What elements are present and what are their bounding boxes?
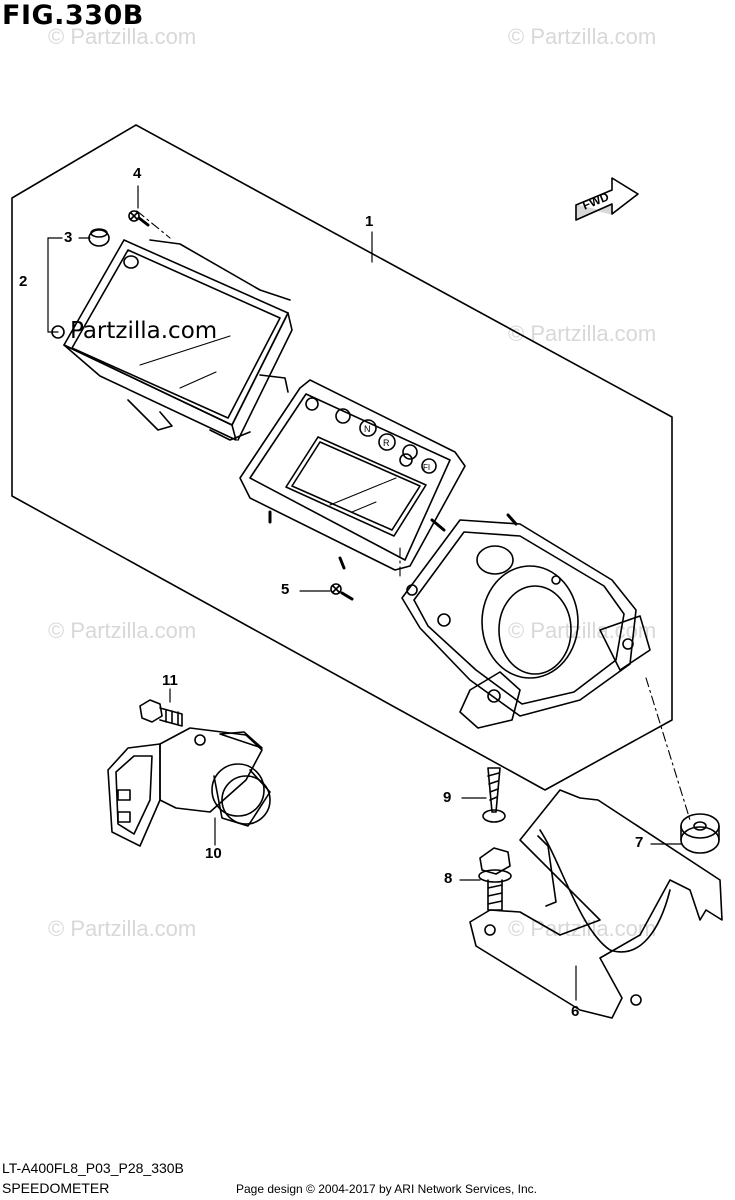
callout-5[interactable]: 5 xyxy=(281,581,290,598)
callout-9[interactable]: 9 xyxy=(443,789,452,806)
model-code: LT-A400FL8_P03_P28_330B xyxy=(2,1160,184,1176)
watermark: © Partzilla.com xyxy=(48,24,197,49)
lens-ring xyxy=(51,325,65,339)
watermark: © Partzilla.com xyxy=(508,618,657,643)
indicator-n: N xyxy=(364,424,371,434)
assembly-outline xyxy=(11,124,673,791)
screw-5 xyxy=(330,583,354,601)
callout-8[interactable]: 8 xyxy=(444,870,453,887)
indicator-fi: FI xyxy=(423,463,430,472)
bolt-8 xyxy=(478,847,512,911)
lower-housing xyxy=(401,513,651,729)
callout-10[interactable]: 10 xyxy=(205,845,222,862)
leader-lines xyxy=(47,185,683,1001)
indicator-r: R xyxy=(383,438,390,448)
callout-6[interactable]: 6 xyxy=(571,1003,580,1020)
callout-2[interactable]: 2 xyxy=(19,273,28,290)
screw-4 xyxy=(128,210,150,227)
bolt-11 xyxy=(139,699,183,727)
figure-title: FIG.330B xyxy=(2,0,144,31)
watermark: © Partzilla.com xyxy=(48,916,197,941)
speed-sensor-10 xyxy=(107,727,271,847)
callout-11[interactable]: 11 xyxy=(162,672,178,689)
cap-part xyxy=(88,228,110,247)
page-credit: Page design © 2004-2017 by ARI Network S… xyxy=(236,1182,538,1196)
fwd-arrow-icon xyxy=(575,177,639,221)
partzilla-watermark-main: Partzilla.com xyxy=(70,318,218,344)
screw-9 xyxy=(482,767,506,823)
callout-3[interactable]: 3 xyxy=(64,229,73,246)
watermark: © Partzilla.com xyxy=(508,24,657,49)
alignment-lines xyxy=(136,210,691,821)
display-panel xyxy=(239,379,466,571)
callout-7[interactable]: 7 xyxy=(635,834,644,851)
section-name: SPEEDOMETER xyxy=(2,1180,110,1196)
callout-1[interactable]: 1 xyxy=(365,213,374,230)
grommet-7 xyxy=(680,813,720,854)
callout-4[interactable]: 4 xyxy=(133,165,142,182)
watermark: © Partzilla.com xyxy=(48,618,197,643)
bracket-6 xyxy=(469,789,723,1019)
lens-cover xyxy=(63,239,293,441)
